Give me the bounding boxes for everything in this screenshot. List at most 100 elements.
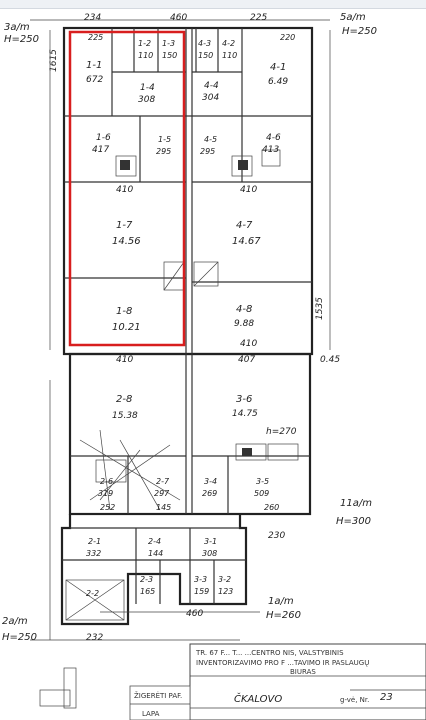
room-1-3: 1-3 150 (162, 39, 177, 60)
room-area: 6.49 (268, 77, 288, 87)
stamp-street-number: 23 (380, 692, 393, 703)
room-2-3: 2-3 165 (140, 575, 155, 596)
room-4-5: 4-5 295 (200, 135, 217, 156)
middle-block-outline (68, 352, 312, 516)
dimension-lines (30, 19, 331, 641)
apartment-mark-bottom-left: 2a/m (2, 616, 28, 627)
room-id: 4-1 (270, 62, 286, 73)
room-area: 672 (86, 75, 103, 85)
room-id: 4-5 (204, 135, 217, 144)
room-area: 332 (86, 549, 101, 558)
room-area: 308 (138, 95, 155, 105)
room-area: 144 (148, 549, 163, 558)
outer-walls (60, 26, 314, 626)
room-area: 14.56 (112, 236, 141, 247)
highlight-box (68, 30, 186, 347)
room-4-6: 4-6 413 (262, 133, 281, 155)
inner-walls-middle (70, 354, 310, 514)
room-area: 295 (200, 147, 215, 156)
apartment-mark-top-left: 3a/m (4, 22, 30, 33)
room-area: 150 (162, 51, 177, 60)
dim-right-045: 0.45 (320, 355, 340, 365)
room-id: 3-6 (236, 394, 252, 405)
room-1-1: 1-1 672 (86, 60, 103, 85)
stamp-street-label: g-vė, Nr. (340, 696, 369, 704)
floor-height-bottom-right: H=260 (266, 610, 301, 621)
dim-top-b: 460 (170, 13, 187, 23)
room-id: 1-5 (158, 135, 171, 144)
apartment-mark-mid-right: 11a/m (340, 498, 372, 509)
room-area: 110 (138, 51, 153, 60)
room-id: 3-4 (204, 477, 217, 486)
room-area: 297 (154, 489, 170, 498)
inner-walls-upper (64, 28, 312, 354)
floor-height-mid-right: H=300 (336, 516, 371, 527)
room-area: 9.88 (234, 319, 254, 329)
floor-height-bottom-left: H=250 (2, 632, 37, 643)
room-area: 110 (222, 51, 237, 60)
room-2-1: 2-1 332 (86, 537, 101, 558)
dim-bottom-232: 232 (86, 633, 103, 643)
apartment-mark-bottom-right: 1a/m (268, 596, 294, 607)
room-id: 1-7 (116, 220, 133, 231)
room-1-4: 1-4 308 (138, 83, 155, 105)
room-1-5: 1-5 295 (156, 135, 171, 156)
dim-410-b: 410 (240, 185, 257, 195)
room-id: 2-3 (140, 575, 153, 584)
room-3-6: 3-6 14.75 (232, 394, 258, 419)
dim-410-c: 410 (240, 339, 257, 349)
ornament-marks (39, 667, 77, 709)
room-area: 417 (92, 145, 109, 155)
footer-left-label-2: LAPA (142, 710, 160, 718)
stamp-line-1: TR. 67 F... T... ...CENTRO NIS, VALSTYBI… (195, 649, 344, 657)
floor-height-top-left: H=250 (4, 34, 39, 45)
room-4-3: 4-3 150 (198, 39, 213, 60)
room-id: 4-3 (198, 39, 211, 48)
dim-top-c: 225 (88, 33, 103, 42)
room-area: 308 (202, 549, 217, 558)
room-3-5: 3-5 509 (254, 477, 269, 498)
room-4-2: 4-2 110 (222, 39, 237, 60)
room-3-1: 3-1 308 (202, 537, 217, 558)
room-area: 14.75 (232, 409, 258, 419)
dim-bottom-460: 460 (186, 609, 203, 619)
dim-407: 407 (238, 355, 255, 365)
top-strip (0, 0, 426, 9)
room-2-2: 2-2 (86, 589, 99, 598)
room-3-4: 3-4 269 (202, 477, 217, 498)
dim-left-side: 1615 (49, 49, 59, 72)
room-2-8: 2-8 15.38 (112, 394, 138, 421)
room-area: 123 (218, 587, 233, 596)
room-id: 4-6 (266, 133, 281, 143)
footer-left-box (129, 685, 191, 720)
dim-bottom-252: 252 (100, 503, 115, 512)
room-3-3: 3-3 159 (194, 575, 209, 596)
room-id: 4-4 (204, 81, 219, 91)
room-1-8: 1-8 10.21 (112, 306, 141, 333)
room-id: 2-8 (116, 394, 132, 405)
room-2-6: 2-6 319 (98, 477, 113, 498)
room-id: 1-6 (96, 133, 111, 143)
room-id: 2-2 (86, 589, 99, 598)
room-id: 2-4 (148, 537, 161, 546)
apartment-mark-top-right: 5a/m (340, 12, 366, 23)
room-area: 10.21 (112, 322, 141, 333)
dim-top-a: 234 (84, 13, 101, 23)
room-id: 4-8 (236, 304, 252, 315)
room-1-6: 1-6 417 (92, 133, 111, 155)
stamp-box (189, 643, 426, 720)
room-area: 304 (202, 93, 219, 103)
room-area: 295 (156, 147, 171, 156)
room-area: 150 (198, 51, 213, 60)
room-id: 2-7 (156, 477, 170, 486)
dim-h270: h=270 (266, 427, 297, 437)
room-id: 2-1 (88, 537, 101, 546)
room-3-2: 3-2 123 (218, 575, 233, 596)
stamp-line-2: INVENTORIZAVIMO PRO F ...TAVIMO IR PASLA… (196, 659, 369, 667)
dim-bottom-260: 260 (264, 503, 279, 512)
dim-bottom-230: 230 (268, 531, 285, 541)
dim-410-a: 410 (116, 185, 133, 195)
room-id: 3-3 (194, 575, 207, 584)
dim-top-d: 220 (280, 33, 295, 42)
